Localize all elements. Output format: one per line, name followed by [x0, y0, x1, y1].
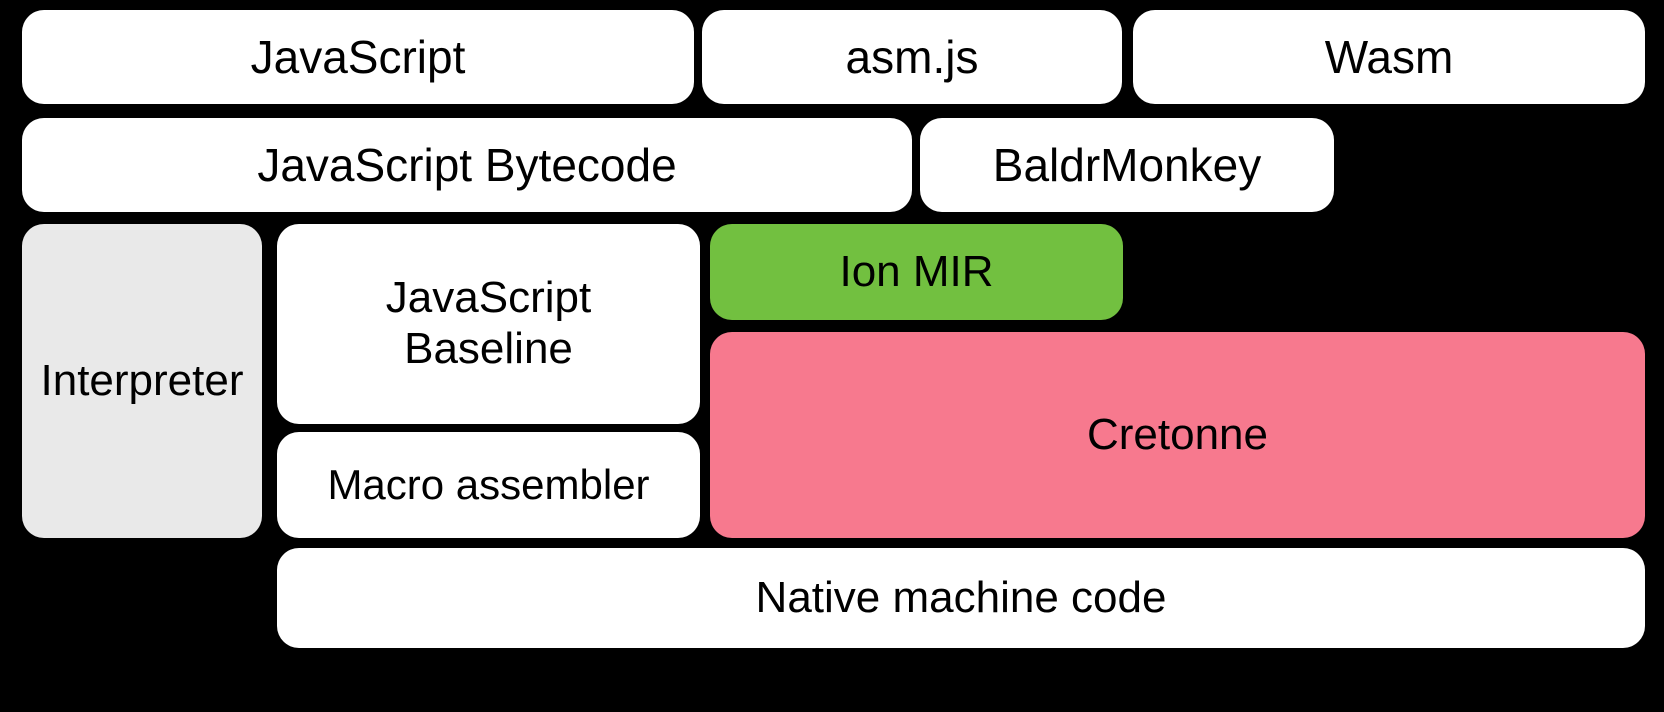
box-label-interpreter: Interpreter — [40, 355, 244, 405]
box-javascript[interactable]: JavaScript — [22, 10, 694, 104]
box-javascript-baseline[interactable]: JavaScript Baseline — [277, 224, 700, 424]
box-label-javascript: JavaScript — [250, 30, 466, 83]
box-baldrmonkey[interactable]: BaldrMonkey — [920, 118, 1334, 212]
box-label-baldrmonkey: BaldrMonkey — [992, 138, 1262, 191]
box-wasm[interactable]: Wasm — [1133, 10, 1645, 104]
box-interpreter[interactable]: Interpreter — [22, 224, 262, 538]
box-label-wasm: Wasm — [1324, 30, 1454, 83]
box-native-machine-code[interactable]: Native machine code — [277, 548, 1645, 648]
box-label-ion-mir: Ion MIR — [839, 246, 994, 296]
box-label-macro-assembler: Macro assembler — [327, 460, 650, 508]
box-label-javascript-baseline: JavaScript Baseline — [385, 273, 592, 373]
box-cretonne[interactable]: Cretonne — [710, 332, 1645, 538]
box-label-cretonne: Cretonne — [1086, 409, 1268, 459]
box-label-native-machine-code: Native machine code — [755, 572, 1167, 622]
box-javascript-bytecode[interactable]: JavaScript Bytecode — [22, 118, 912, 212]
box-asm-js[interactable]: asm.js — [702, 10, 1122, 104]
box-macro-assembler[interactable]: Macro assembler — [277, 432, 700, 538]
box-ion-mir[interactable]: Ion MIR — [710, 224, 1123, 320]
box-label-javascript-bytecode: JavaScript Bytecode — [257, 138, 677, 191]
box-label-asm-js: asm.js — [845, 30, 979, 83]
